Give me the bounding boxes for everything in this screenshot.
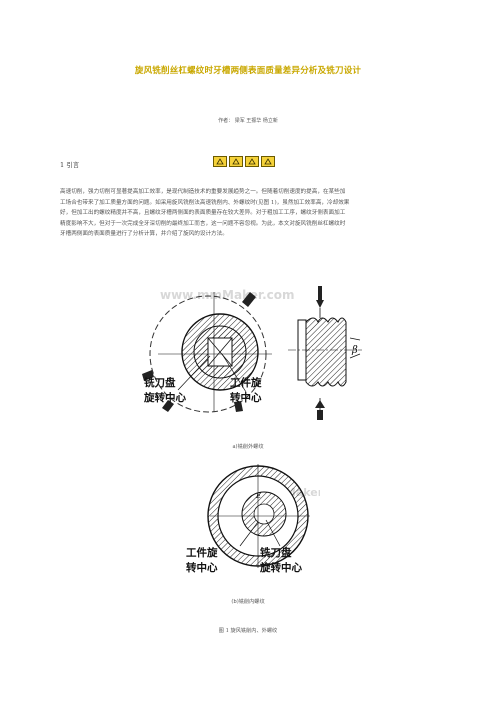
decorative-stamps (213, 156, 275, 167)
watermark: www.mmMaker.com (160, 288, 295, 302)
stamp-icon (229, 156, 243, 167)
label-cutter-center: 铣刀盘 旋转中心 (259, 546, 302, 574)
paragraph-line: 精度影响不大，但对于一次完成全牙深切削的最终加工而言，这一问题不容忽视。为此，本… (60, 220, 346, 227)
figure-caption: 图 1 旋风铣削内、外螺纹 (218, 628, 278, 634)
stamp-icon (213, 156, 227, 167)
section-heading: 1 引言 (60, 161, 80, 169)
figure-b-caption: (b)铣削内螺纹 (231, 599, 265, 605)
paper-title: 旋风铣削丝杠螺纹时牙槽两侧表面质量差异分析及铣刀设计 (134, 66, 362, 76)
figure-a-external-thread: www.mmMaker.com 铣刀盘 旋转中心 工件旋 转中心 (142, 286, 362, 420)
e-symbol: E (255, 492, 261, 500)
beta-symbol: β (351, 345, 358, 356)
label-work-center: 工件旋 转中心 (186, 546, 221, 574)
paragraph-line: 好，但加工出的螺纹精度并不高，且螺纹牙槽两侧面的表面质量存在较大差异。对于粗加工… (60, 210, 346, 217)
figure-b-internal-thread: www.mmMaker.com E 工件旋 转中心 铣刀盘 旋转中心 (186, 464, 320, 574)
paragraph-line: 牙槽两侧面的表面质量进行了分析计算，并介绍了旋风的设计方法。 (60, 231, 228, 238)
stamp-icon (245, 156, 259, 167)
author-line: 作者： 梁军 王振华 杨立新 (218, 118, 278, 124)
label-work-center: 工件旋 转中心 (230, 376, 265, 404)
paragraph-line: 高速切削，强力切削可显著提高加工效率，是现代制造技术的重要发展趋势之一。但随着切… (60, 189, 346, 195)
figure-a-caption: a)铣削外螺纹 (232, 444, 264, 450)
intro-paragraph: 高速切削，强力切削可显著提高加工效率，是现代制造技术的重要发展趋势之一。但随着切… (60, 187, 436, 240)
paragraph-line: 工场合也带来了加工质量方面的问题。如采用旋风铣削法高速铣削内、外螺纹时(见图 1… (60, 199, 350, 206)
stamp-icon (261, 156, 275, 167)
label-cutter-center: 铣刀盘 旋转中心 (143, 376, 186, 404)
